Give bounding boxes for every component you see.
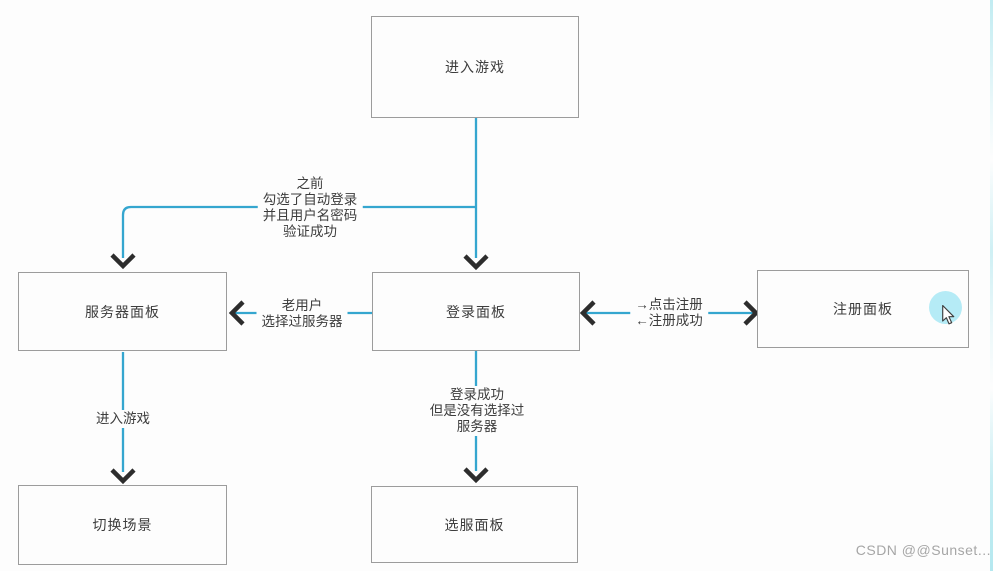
cursor-highlight-circle: [929, 291, 962, 325]
arrowhead-down-selectserver-icon: [463, 467, 489, 484]
node-switch-scene-label: 切换场景: [92, 517, 153, 533]
node-server-panel: 服务器面板: [18, 272, 227, 351]
node-server-panel-label: 服务器面板: [85, 303, 160, 320]
arrowhead-left-server-icon: [228, 300, 245, 326]
node-register-panel-label: 注册面板: [833, 301, 893, 317]
node-login-panel-label: 登录面板: [446, 303, 506, 320]
watermark-text: CSDN @@Sunset...: [855, 542, 991, 558]
edge-label-register-toggle: →点击注册 ←注册成功: [630, 296, 708, 330]
node-select-server-panel-label: 选服面板: [444, 516, 505, 533]
node-enter-game-label: 进入游戏: [445, 59, 505, 75]
node-select-server-panel: 选服面板: [371, 486, 578, 563]
node-enter-game: 进入游戏: [371, 16, 579, 118]
edge-label-old-user: 老用户 选择过服务器: [256, 297, 348, 331]
arrowhead-down-server-icon: [110, 253, 136, 270]
screen-edge-artifact: [990, 0, 993, 571]
arrowhead-left-login-icon: [579, 300, 596, 326]
edge-label-enter-game: 进入游戏: [91, 410, 155, 428]
arrowhead-down-login-icon: [463, 254, 489, 271]
node-login-panel: 登录面板: [372, 272, 580, 351]
edge-label-login-no-server: 登录成功 但是没有选择过 服务器: [424, 386, 530, 436]
arrowhead-right-register-icon: [743, 300, 760, 326]
connector-auto-login-branch: [121, 205, 476, 258]
arrowhead-down-scene-icon: [110, 468, 136, 485]
node-switch-scene: 切换场景: [18, 485, 227, 565]
edge-label-auto-login: 之前 勾选了自动登录 并且用户名密码 验证成功: [257, 175, 363, 241]
mouse-cursor-icon: [942, 305, 955, 325]
